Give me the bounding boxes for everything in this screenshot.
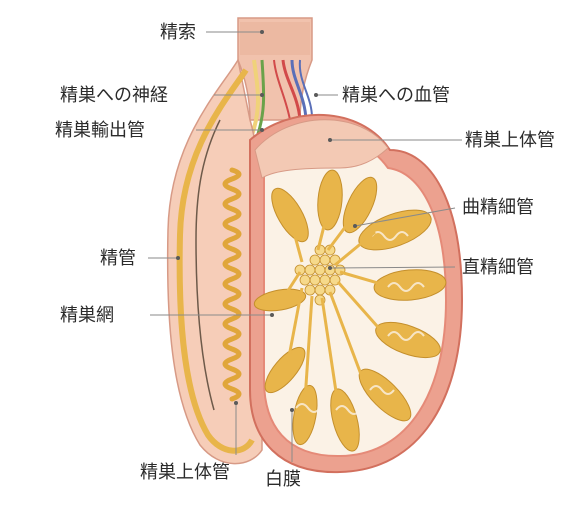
label-straight-tubule: 直精細管 bbox=[462, 257, 534, 278]
epididymis-body bbox=[168, 60, 262, 464]
label-spermatic-cord: 精索 bbox=[160, 22, 196, 43]
label-rete-testis: 精巣網 bbox=[60, 305, 114, 326]
label-epididymis-head: 精巣上体管 bbox=[465, 130, 555, 151]
label-efferent-ductules: 精巣輸出管 bbox=[55, 120, 145, 141]
label-testicular-nerve: 精巣への神経 bbox=[60, 85, 168, 106]
label-vas-deferens: 精管 bbox=[100, 248, 136, 269]
label-seminiferous-tubule: 曲精細管 bbox=[462, 197, 534, 218]
label-testicular-vessels: 精巣への血管 bbox=[342, 85, 450, 106]
label-tunica-albuginea: 白膜 bbox=[265, 469, 301, 490]
label-epididymis-tail: 精巣上体管 bbox=[140, 462, 230, 483]
